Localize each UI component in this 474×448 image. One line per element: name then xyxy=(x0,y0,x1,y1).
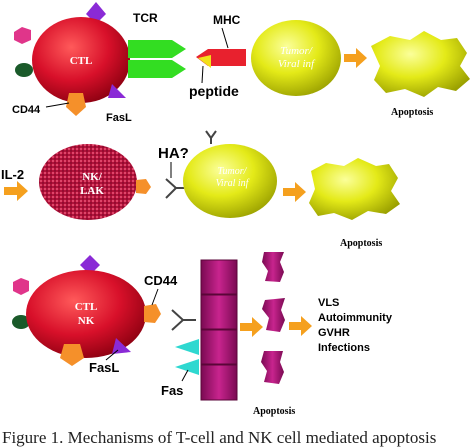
apoptotic-endothelial-cell xyxy=(261,351,284,384)
ctl-nk-label-line2: NK xyxy=(78,315,95,327)
il2-arrow xyxy=(4,181,28,201)
tumor-label-line2: Viral inf xyxy=(278,58,316,70)
ha-receptor-icon xyxy=(165,178,184,199)
consequence-autoimmunity: Autoimmunity xyxy=(318,312,393,324)
fasl-label: FasL xyxy=(89,360,119,375)
arrow-to-apoptosis xyxy=(283,182,306,202)
tumor-label-line1: Tumor/ xyxy=(218,166,248,177)
purple-diamond-marker xyxy=(80,255,100,275)
ctl-nk-label-line1: CTL xyxy=(75,301,98,313)
cd44-pentagon xyxy=(144,304,161,323)
panel-ctl: CTL TCR MHC peptide CD44 FasL Tumor/ Vir… xyxy=(12,2,470,124)
tcr-receptor-top xyxy=(128,40,186,58)
ctl-cell xyxy=(32,17,130,103)
fas-receptor-bottom xyxy=(175,359,199,375)
endothelial-cell xyxy=(200,364,238,401)
cd44-pointer xyxy=(151,288,159,306)
fas-receptor-top xyxy=(175,339,199,355)
apoptosis-label: Apoptosis xyxy=(391,107,433,118)
consequence-gvhr: GVHR xyxy=(318,327,350,339)
tcr-receptor-bottom xyxy=(128,60,186,78)
cd44-pointer xyxy=(45,102,70,108)
tumor-surface-receptor-icon xyxy=(205,130,217,144)
cd44-label: CD44 xyxy=(12,104,41,116)
endothelial-cell xyxy=(200,294,238,330)
dark-green-oval-marker xyxy=(12,315,30,329)
il2-label: IL-2 xyxy=(1,167,24,182)
cd44-ligand-icon xyxy=(171,309,196,331)
apoptotic-endothelial-cell xyxy=(262,252,284,282)
consequence-infections: Infections xyxy=(318,342,370,354)
peptide-pointer xyxy=(201,65,204,84)
peptide-marker xyxy=(198,55,211,68)
fas-label: Fas xyxy=(161,383,183,398)
endothelial-cell xyxy=(200,329,238,365)
apoptosis-label: Apoptosis xyxy=(340,238,382,249)
panel-ctl-nk-endothelium: CTL NK FasL CD44 Fas VLS Autoimmunity GV… xyxy=(12,252,393,417)
dark-green-oval-marker xyxy=(15,63,33,77)
fasl-pointer xyxy=(105,349,119,361)
tumor-label-line2: Viral inf xyxy=(216,178,250,189)
tumor-label-line1: Tumor/ xyxy=(280,45,313,57)
cd44-label: CD44 xyxy=(144,273,178,288)
nk-lak-cell xyxy=(39,144,137,220)
tcr-label: TCR xyxy=(133,11,158,25)
pink-hexagon-marker xyxy=(13,278,29,295)
endothelial-cell xyxy=(200,259,238,295)
apoptotic-cell xyxy=(309,158,400,220)
apoptotic-endothelial-cell xyxy=(262,298,285,332)
mhc-label: MHC xyxy=(213,13,241,27)
tumor-cell xyxy=(183,144,277,218)
fasl-triangle-marker xyxy=(108,84,126,98)
arrow-to-apoptosis xyxy=(344,48,367,68)
consequence-vls: VLS xyxy=(318,297,339,309)
panel-nk: IL-2 NK/ LAK HA? Tumor/ Viral inf Apopto… xyxy=(1,130,400,249)
cd44-pentagon xyxy=(66,93,86,116)
figure-caption: Figure 1. Mechanisms of T-cell and NK ce… xyxy=(2,428,437,447)
fasl-label: FasL xyxy=(106,112,132,124)
arrow-to-apoptosis xyxy=(240,317,263,337)
apoptotic-cell xyxy=(371,31,470,97)
nk-lak-label-line2: LAK xyxy=(80,185,104,197)
fasl-triangle-marker xyxy=(112,338,131,354)
arrow-to-consequences xyxy=(289,316,312,336)
mhc-pointer xyxy=(221,27,229,49)
peptide-label: peptide xyxy=(189,83,239,99)
nk-receptor-pentagon xyxy=(136,179,151,194)
tumor-cell xyxy=(251,20,341,96)
pink-hexagon-marker xyxy=(14,27,31,44)
nk-lak-label-line1: NK/ xyxy=(82,171,103,183)
ctl-cell-label: CTL xyxy=(70,55,93,67)
apoptosis-label: Apoptosis xyxy=(253,406,295,417)
ha-label: HA? xyxy=(158,145,189,162)
fasl-pentagon xyxy=(60,344,84,366)
fas-pointer xyxy=(181,369,189,382)
ctl-nk-cell xyxy=(26,270,146,358)
